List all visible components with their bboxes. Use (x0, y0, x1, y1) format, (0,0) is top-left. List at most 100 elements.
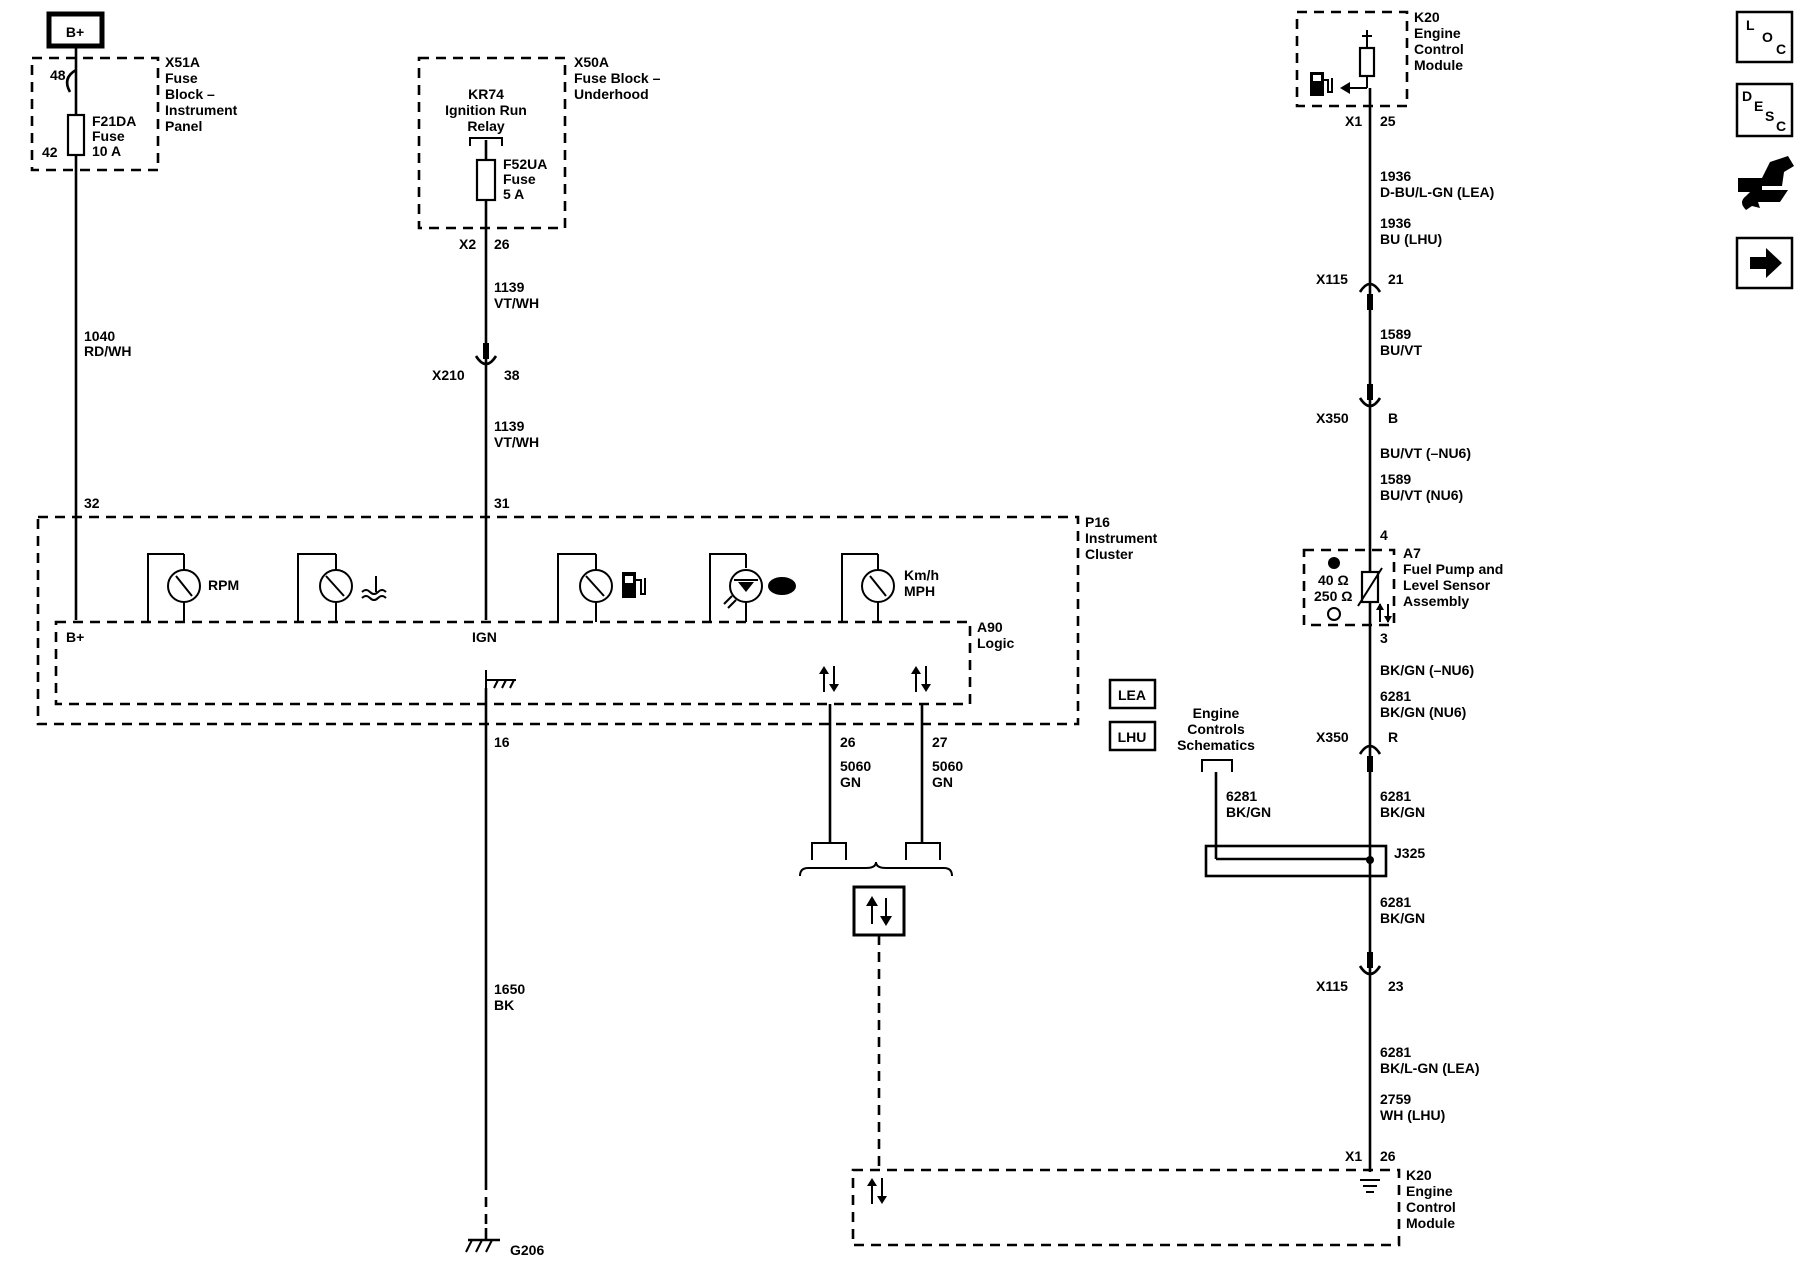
description-button[interactable]: D E S C (1735, 82, 1794, 138)
lhu-option-badge (1108, 720, 1157, 752)
wbottom-color-2: WH (LHU) (1380, 1107, 1445, 1123)
variable-resistor-arrow (1357, 567, 1383, 607)
w1139a-circuit: 1139 (494, 279, 525, 295)
lhu-label: LHU (1118, 729, 1147, 745)
can-circuit-1: 5060 (840, 758, 871, 774)
x51a-title-4: Panel (165, 118, 202, 134)
bplus-supply: B+ (46, 11, 105, 49)
serial-data-bus-icon (852, 885, 906, 937)
logic-ground-icon (485, 670, 516, 689)
f21da-label: F21DA (92, 113, 136, 129)
relay-contact (469, 137, 503, 146)
kmh-label: Km/h (904, 567, 939, 583)
a90-bplus: B+ (66, 629, 84, 645)
k20-bottom-name: K20 (1406, 1167, 1432, 1183)
w1139b-circuit: 1139 (494, 418, 525, 434)
w1650-circuit: 1650 (494, 981, 525, 997)
k20-top-name: K20 (1414, 9, 1440, 25)
p16-instrument-cluster (36, 515, 1080, 726)
coolant-temp-gauge-icon (297, 553, 387, 622)
wrench-hand-icon[interactable] (1738, 156, 1794, 210)
k20-top-x1: X1 (1345, 113, 1362, 129)
x350b-pin (1367, 384, 1373, 400)
k20-bottom-title-2: Control (1406, 1199, 1456, 1215)
serial-data-arrows-26 (819, 666, 839, 692)
k20-top-title-3: Module (1414, 57, 1463, 73)
a7-fuel-pump-assembly (1302, 548, 1396, 627)
x350r-pin-label: R (1388, 729, 1398, 745)
can-color-1: GN (840, 774, 861, 790)
x115-bottom-socket (1358, 965, 1382, 976)
x51a-pin-bottom: 42 (42, 144, 58, 160)
loc-letter-c: C (1776, 41, 1786, 57)
k20-bottom-title-3: Module (1406, 1215, 1455, 1231)
x210-socket (474, 355, 498, 366)
x115a-pin: 21 (1388, 271, 1404, 287)
w6281c-circuit: 6281 (1226, 788, 1257, 804)
x51a-name: X51A (165, 54, 200, 70)
lea-label: LEA (1118, 687, 1146, 703)
w1936-circuit-1: 1936 (1380, 168, 1411, 184)
kr74-title-1: Ignition Run (445, 102, 527, 118)
location-button[interactable]: L O C (1735, 10, 1794, 64)
a7-r2: 250 Ω (1314, 588, 1352, 604)
x50a-title-1: Fuse Block – (574, 70, 661, 86)
desc-letter-e: E (1754, 98, 1763, 114)
bus-arrow-down-head (880, 916, 892, 926)
j325-splice-dot (1366, 856, 1374, 864)
x350b-socket (1358, 397, 1382, 408)
w1650-color: BK (494, 997, 514, 1013)
ecs-terminal (1201, 759, 1233, 772)
x51a-terminal (65, 68, 77, 93)
ground-pin-16: 16 (494, 734, 510, 750)
k20-top-pin: 25 (1380, 113, 1396, 129)
f52ua-rating: 5 A (503, 186, 524, 202)
a90-ign: IGN (472, 629, 497, 645)
fuel-gauge-icon (557, 553, 646, 622)
loc-letter-o: O (1762, 29, 1773, 45)
x350b-name: X350 (1316, 410, 1349, 426)
a7-pin-4: 4 (1380, 527, 1388, 543)
x51a-title-3: Instrument (165, 102, 238, 118)
x115-top-pin (1367, 294, 1373, 310)
w1589-color: BU/VT (1380, 342, 1422, 358)
kr74-label: KR74 (468, 86, 504, 102)
f21da-type: Fuse (92, 128, 125, 144)
k20-bottom-module (851, 1168, 1401, 1247)
desc-letter-s: S (1765, 108, 1774, 124)
f52ua-label: F52UA (503, 156, 547, 172)
w1589b-color-nnu6: BU/VT (–NU6) (1380, 445, 1471, 461)
p16-name: P16 (1085, 514, 1110, 530)
w1139b-color: VT/WH (494, 434, 539, 450)
desc-letter-c: C (1776, 118, 1786, 134)
p16-pin-32: 32 (84, 495, 100, 511)
next-arrow-button[interactable] (1735, 236, 1794, 290)
x115-bottom-pin (1367, 952, 1373, 968)
w6281c-color: BK/GN (1226, 804, 1271, 820)
can-terminal-2 (905, 842, 941, 860)
x51a-title-2: Block – (165, 86, 215, 102)
k20-bottom-x1: X1 (1345, 1148, 1362, 1164)
w6281b-circuit: 6281 (1380, 788, 1411, 804)
can-pin-26: 26 (840, 734, 856, 750)
can-color-2: GN (932, 774, 953, 790)
x115-top-socket (1358, 282, 1382, 293)
speedometer-gauge-icon: Km/h MPH (841, 553, 939, 622)
k20-ground-icon (1360, 1179, 1380, 1193)
x50a-x2: X2 (459, 236, 476, 252)
w6281a-color-nu6: BK/GN (NU6) (1380, 704, 1466, 720)
w6281d-color: BK/GN (1380, 910, 1425, 926)
w1936-color-1: D-BU/L-GN (LEA) (1380, 184, 1494, 200)
a90-title: Logic (977, 635, 1015, 651)
g206-label: G206 (510, 1242, 544, 1258)
w1139a-color: VT/WH (494, 295, 539, 311)
fuel-pump-control-icon (1310, 30, 1376, 96)
can-terminal-1 (811, 842, 847, 860)
x51a-pin-top: 48 (50, 67, 66, 83)
bus-arrow-up-head (866, 896, 878, 906)
p16-title-2: Cluster (1085, 546, 1134, 562)
ecs-title-1: Engine (1193, 705, 1240, 721)
k20-top-title-2: Control (1414, 41, 1464, 57)
x210-pin (483, 343, 489, 359)
